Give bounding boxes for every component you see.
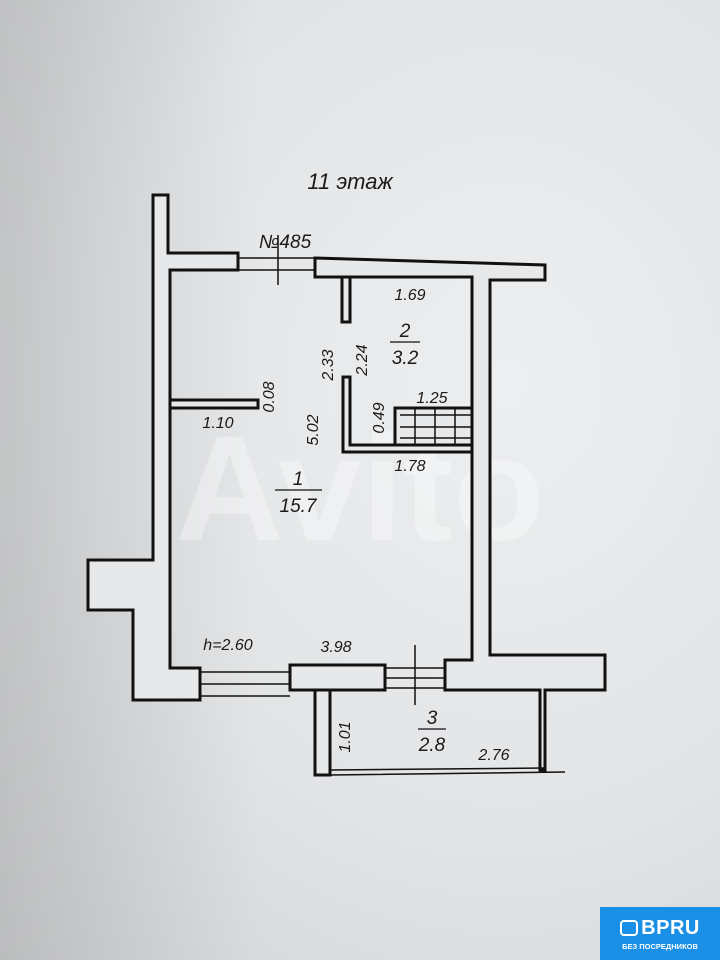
dim-1-01: 1.01	[337, 721, 354, 752]
room-1-number: 1	[293, 469, 304, 490]
dim-3-98: 3.98	[320, 639, 351, 656]
bpru-logo: BPRU БЕЗ ПОСРЕДНИКОВ	[600, 907, 720, 960]
dim-1-10: 1.10	[202, 415, 233, 432]
dim-2-76: 2.76	[477, 747, 509, 764]
key-icon	[620, 919, 639, 936]
apartment-number: №485	[259, 232, 312, 253]
room-1-area: 15.7	[280, 496, 318, 517]
logo-tagline: БЕЗ ПОСРЕДНИКОВ	[622, 941, 698, 951]
logo-name: BPRU	[641, 916, 700, 939]
room-2-area: 3.2	[392, 348, 419, 369]
dim-2-24: 2.24	[354, 344, 371, 376]
floor-title: 11 этаж	[307, 169, 393, 194]
labels: №485 1.69 2 3.2 2.33 2.24 1.25 0.49 1.78…	[202, 232, 509, 764]
dim-1-69: 1.69	[394, 287, 425, 304]
dim-0-49: 0.49	[371, 402, 388, 433]
room-3-area: 2.8	[418, 735, 446, 756]
dim-0-08: 0.08	[261, 381, 278, 412]
dim-1-25: 1.25	[416, 390, 447, 407]
room-2-number: 2	[399, 321, 411, 342]
room-3-number: 3	[427, 708, 438, 729]
dim-2-33: 2.33	[320, 349, 337, 381]
walls	[86, 193, 607, 777]
dim-5-02: 5.02	[305, 414, 322, 445]
ceiling-height: h=2.60	[203, 637, 252, 654]
dim-1-78: 1.78	[394, 458, 425, 475]
